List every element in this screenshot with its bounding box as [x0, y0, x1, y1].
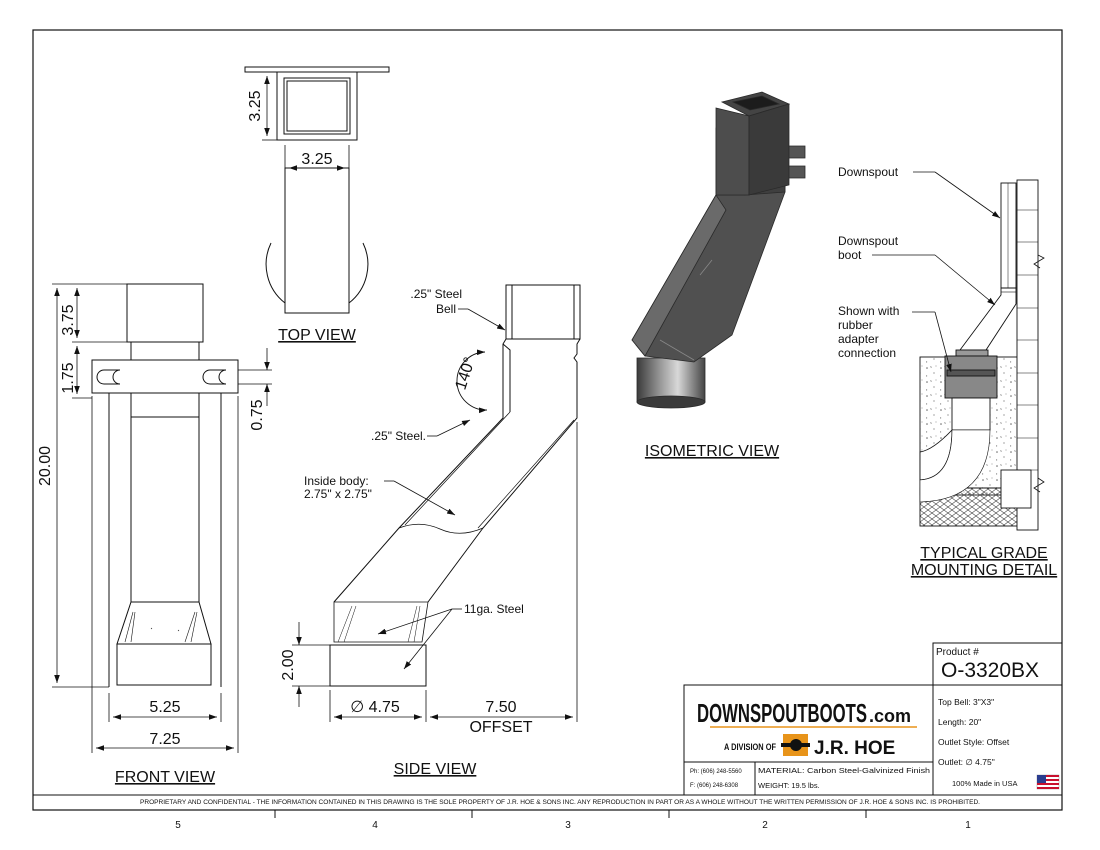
- side-view-drawing: [329, 284, 581, 687]
- side-view-dimensions: [292, 422, 578, 722]
- product-label: Product #: [936, 647, 979, 658]
- us-flag-icon: [1036, 774, 1060, 790]
- top-view-dimensions: [262, 71, 350, 172]
- front-view-label: FRONT VIEW: [115, 769, 216, 786]
- grade-view-label-line2: MOUNTING DETAIL: [911, 562, 1057, 579]
- front-width-1-dim: 5.25: [149, 699, 180, 716]
- zone-label-3: 3: [565, 820, 571, 831]
- callout-shown-line3: adapter: [838, 332, 879, 346]
- jrhoe-logo-icon: [781, 734, 810, 756]
- callout-bell-line2: Bell: [436, 302, 456, 316]
- grade-detail-callouts: [872, 171, 1001, 373]
- front-total-height-dim: 20.00: [37, 446, 54, 486]
- side-view-callouts: [377, 308, 506, 670]
- grade-detail-drawing: [919, 179, 1045, 531]
- callout-inside-line2: 2.75" x 2.75": [304, 487, 372, 501]
- callout-boot-line2: boot: [838, 248, 862, 262]
- top-view-label: TOP VIEW: [278, 327, 357, 344]
- weight-text: WEIGHT: 19.5 lbs.: [758, 781, 820, 790]
- brand-name: DOWNSPOUTBOOTS: [697, 698, 867, 728]
- top-view-height-dim: 3.25: [247, 90, 264, 121]
- zone-markers: [274, 810, 867, 818]
- phone-text: Ph: (606) 248-5560: [690, 769, 742, 775]
- callout-shown-line4: connection: [838, 346, 896, 360]
- front-upper-dim: 3.75: [60, 304, 77, 335]
- front-view-dimensions: [52, 283, 272, 753]
- fax-text: F: (606) 248-6308: [690, 783, 739, 789]
- zone-label-5: 5: [175, 820, 181, 831]
- side-height-dim: 2.00: [280, 649, 297, 680]
- grade-view-label-line1: TYPICAL GRADE: [920, 545, 1047, 562]
- disclaimer-text: PROPRIETARY AND CONFIDENTIAL - THE INFOR…: [140, 800, 980, 806]
- zone-label-2: 2: [762, 820, 768, 831]
- top-view-drawing: [244, 66, 390, 314]
- front-width-2-dim: 7.25: [149, 731, 180, 748]
- side-diameter-dim: ∅ 4.75: [350, 699, 400, 716]
- side-view-label: SIDE VIEW: [394, 761, 478, 778]
- callout-steel: .25" Steel.: [371, 429, 426, 443]
- outlet-style-spec: Outlet Style: Offset: [938, 737, 1010, 747]
- front-tab-dim: 0.75: [249, 399, 266, 430]
- zone-label-1: 1: [965, 820, 971, 831]
- callout-boot-line1: Downspout: [838, 234, 899, 248]
- made-in-usa-text: 100% Made in USA: [952, 779, 1017, 788]
- side-offset-label: OFFSET: [469, 719, 532, 736]
- callout-bell-line1: .25" Steel: [410, 287, 462, 301]
- top-view-width-dim: 3.25: [301, 151, 332, 168]
- product-number: O-3320BX: [941, 659, 1039, 682]
- isometric-view-label: ISOMETRIC VIEW: [645, 443, 780, 460]
- company-name: J.R. HOE: [814, 738, 895, 759]
- callout-shown-line2: rubber: [838, 318, 873, 332]
- brand-suffix: .com: [869, 706, 911, 726]
- isometric-view-drawing: [631, 91, 806, 409]
- division-text: A DIVISION OF: [724, 742, 776, 752]
- front-view-drawing: [91, 283, 239, 687]
- material-text: MATERIAL: Carbon Steel-Galvinized Finish: [758, 766, 930, 775]
- side-angle-dim: 140°: [453, 355, 479, 392]
- callout-downspout: Downspout: [838, 165, 899, 179]
- callout-11ga: 11ga. Steel: [464, 602, 524, 616]
- length-spec: Length: 20": [938, 717, 981, 727]
- title-block-frame: [683, 642, 1063, 796]
- title-block-brand: DOWNSPOUTBOOTS .com A DIVISION OF J.R. H…: [697, 698, 911, 759]
- front-mid-dim: 1.75: [60, 362, 77, 393]
- callout-inside-line1: Inside body:: [304, 474, 369, 488]
- sheet-border: [32, 29, 1063, 811]
- zone-label-4: 4: [372, 820, 378, 831]
- outlet-spec: Outlet: ∅ 4.75": [938, 757, 995, 767]
- side-offset-dim: 7.50: [485, 699, 516, 716]
- callout-shown-line1: Shown with: [838, 304, 899, 318]
- top-bell-spec: Top Bell: 3"X3": [938, 697, 994, 707]
